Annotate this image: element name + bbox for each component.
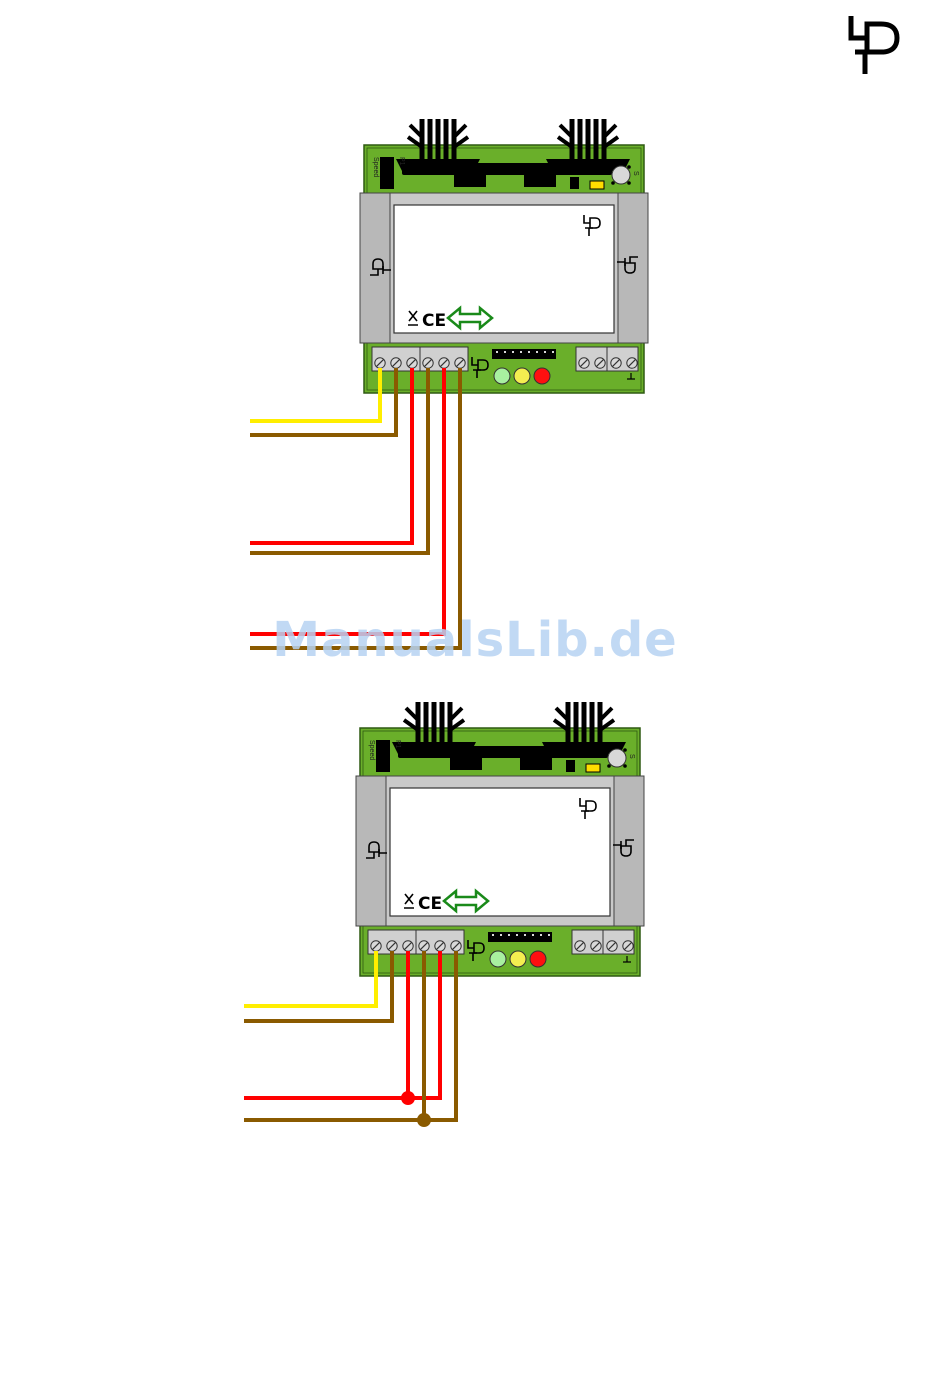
wiring-lower xyxy=(244,951,456,1120)
wire-brown-2-upper xyxy=(250,368,428,553)
led-yellow-upper xyxy=(514,368,530,384)
wire-yellow-upper xyxy=(250,368,380,421)
wiring-upper xyxy=(250,368,460,648)
p1-label-lower: P1 xyxy=(394,740,401,749)
junction-red-lower xyxy=(401,1091,415,1105)
led-green-upper xyxy=(494,368,510,384)
wire-red-2-upper xyxy=(250,368,444,634)
p1-label-upper: P1 xyxy=(398,157,405,166)
speed-label-upper: Speed xyxy=(372,157,379,177)
s-label-upper: S xyxy=(632,171,639,176)
wire-red-1-upper xyxy=(250,368,412,543)
watermark: ManualsLib.de xyxy=(0,612,950,668)
led-yellow-lower xyxy=(510,951,526,967)
wire-yellow-lower xyxy=(244,951,376,1006)
junction-brown-lower xyxy=(417,1113,431,1127)
ce-mark-upper: CE xyxy=(422,311,446,331)
ce-mark-lower: CE xyxy=(418,894,442,914)
s-label-lower: S xyxy=(628,754,635,759)
module-upper: Speed P1 S CE xyxy=(360,119,648,393)
ldt-logo-icon xyxy=(851,16,897,74)
led-green-lower xyxy=(490,951,506,967)
module-lower: Speed P1 S CE xyxy=(356,702,644,976)
led-red-lower xyxy=(530,951,546,967)
speed-label-lower: Speed xyxy=(368,740,375,760)
led-red-upper xyxy=(534,368,550,384)
